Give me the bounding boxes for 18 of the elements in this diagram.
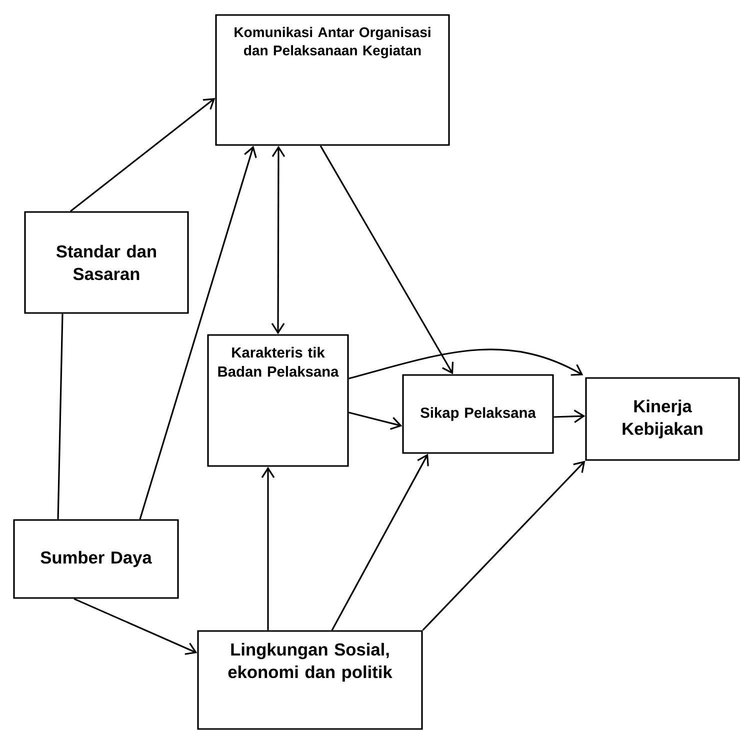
arrow — [331, 454, 429, 631]
arrow — [74, 598, 198, 655]
box: Karakteris tik Badan Pelaksana — [207, 334, 349, 467]
box: Lingkungan Sosial, ekonomi dan politik — [197, 630, 423, 730]
arrow — [261, 466, 275, 630]
arrow — [271, 146, 286, 334]
arrow — [554, 410, 586, 423]
arrow — [348, 412, 402, 430]
box: Komunikasi Antar Organisasi dan Pelaksanaan Kegiatan — [215, 14, 450, 146]
arrow — [70, 98, 216, 212]
box: Sumber Daya — [13, 519, 179, 599]
arrow — [320, 145, 454, 374]
box: Sikap Pelaksana — [402, 374, 554, 454]
arrow — [422, 460, 586, 631]
box: Standar dan Sasaran — [24, 211, 189, 314]
arrow — [348, 348, 584, 380]
box: Kinerja Kebijakan — [585, 377, 740, 461]
arrow — [139, 146, 257, 520]
